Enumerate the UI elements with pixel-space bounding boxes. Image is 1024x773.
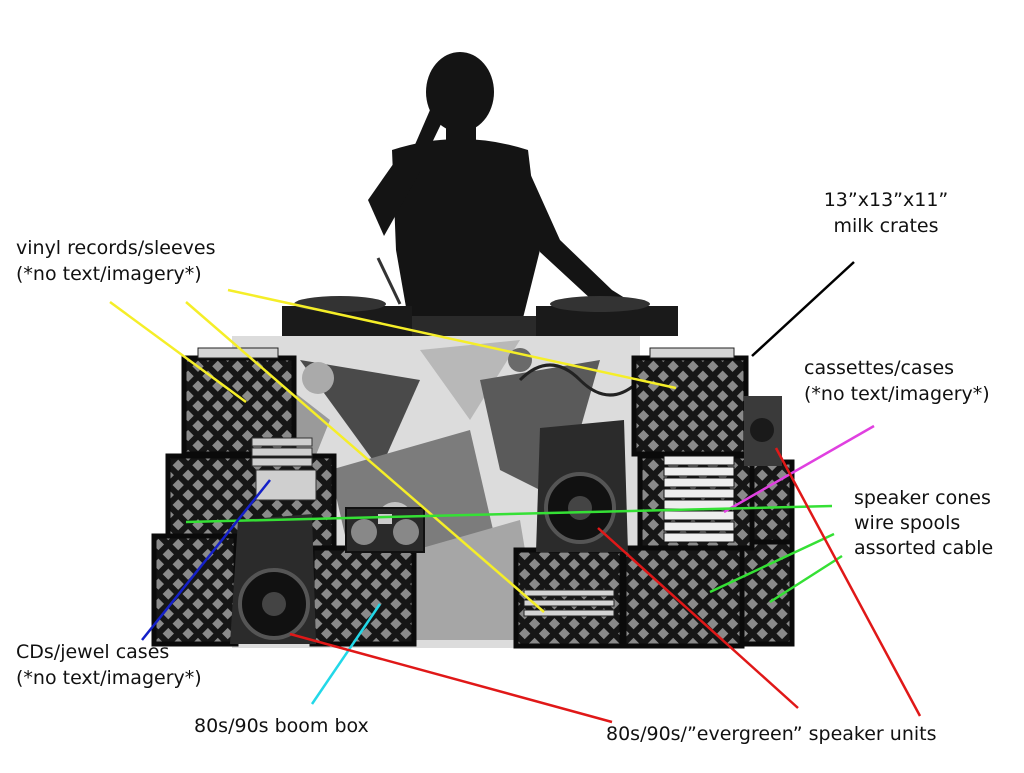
label-vinyl-line1: vinyl records/sleeves: [16, 237, 216, 259]
assorted-cable-line: [769, 554, 843, 604]
label-speaker-cones: speaker cones: [854, 487, 991, 509]
label-assorted-cable: assorted cable: [854, 537, 994, 559]
label-cds: CDs/jewel cases (*no text/imagery*): [16, 640, 202, 691]
boom-box: [345, 507, 425, 553]
cds-line: [141, 479, 271, 641]
label-green-group: speaker cones wire spools assorted cable: [854, 486, 993, 561]
speaker-units: [230, 396, 782, 644]
callout-lines: [109, 261, 922, 724]
label-vinyl-line2: (*no text/imagery*): [16, 262, 202, 285]
label-cassettes-line1: cassettes/cases: [804, 357, 955, 379]
wire-spools-line: [709, 532, 835, 594]
label-milk-crates-line1: 13”x13”x11”: [823, 189, 949, 211]
boom-box-line: [310, 603, 382, 705]
turntables: [282, 257, 678, 336]
label-cassettes: cassettes/cases (*no text/imagery*): [804, 356, 990, 407]
vinyl-line-1: [227, 288, 677, 390]
vinyl-line-3: [185, 301, 545, 613]
label-boom-box: 80s/90s boom box: [194, 715, 369, 737]
speaker-units-line-2: [597, 527, 799, 709]
label-milk-crates-line2: milk crates: [833, 214, 939, 237]
dj-silhouette: [368, 52, 628, 330]
cassettes-line: [723, 424, 875, 514]
label-cds-line1: CDs/jewel cases: [16, 641, 170, 663]
speaker-units-line-3: [774, 447, 922, 717]
speaker-units-line-1: [289, 632, 613, 724]
label-vinyl: vinyl records/sleeves (*no text/imagery*…: [16, 236, 216, 287]
vinyl-line-2: [109, 300, 247, 404]
label-cassettes-line2: (*no text/imagery*): [804, 382, 990, 405]
label-speaker-units: 80s/90s/”evergreen” speaker units: [606, 723, 937, 745]
label-cds-line2: (*no text/imagery*): [16, 666, 202, 689]
crate-contents: [197, 347, 735, 617]
label-milk-crates: 13”x13”x11” milk crates: [800, 188, 972, 239]
milk-crates-line: [751, 261, 855, 357]
speaker-cones-line: [185, 504, 833, 524]
label-wire-spools: wire spools: [854, 512, 961, 534]
